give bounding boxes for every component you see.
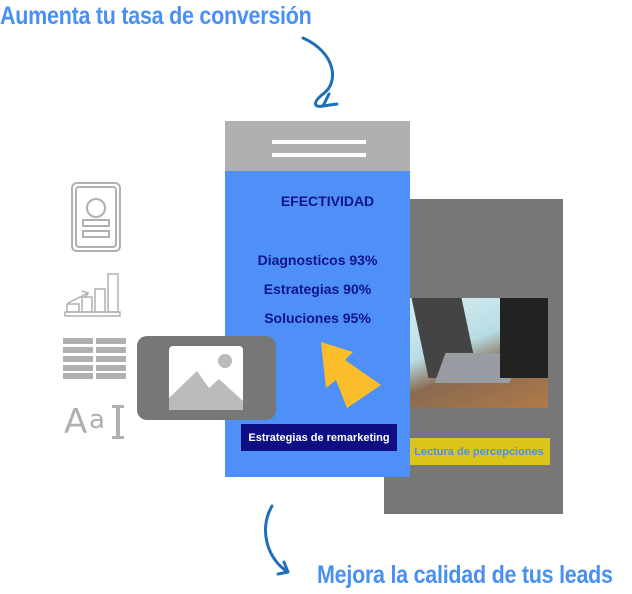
pointer-arrow-icon (321, 342, 381, 408)
table-icon (63, 338, 126, 379)
image-placeholder-card (137, 336, 276, 420)
curved-arrow-icon (264, 504, 290, 576)
phone-title: EFECTIVIDAD (280, 193, 375, 209)
headline-top: Aumenta tu tasa de conversión (0, 2, 312, 30)
remarketing-button[interactable]: Estrategias de remarketing (241, 424, 397, 451)
menu-line (272, 153, 366, 157)
stat-estrategias: Estrategias 90% (263, 281, 372, 297)
phone-header (225, 121, 410, 171)
stat-soluciones: Soluciones 95% (264, 310, 371, 326)
bar-chart-icon (64, 273, 121, 317)
headline-bottom: Mejora la calidad de tus leads (317, 561, 613, 589)
profile-card-icon (71, 182, 121, 252)
curved-arrow-icon (301, 36, 339, 108)
laptop-photo (410, 298, 548, 408)
svg-text:A: A (64, 402, 87, 442)
perception-reading-button[interactable]: Lectura de percepciones (408, 438, 550, 465)
menu-line (272, 140, 366, 144)
image-placeholder-icon (169, 346, 243, 410)
stat-diagnosticos: Diagnosticos 93% (257, 252, 378, 268)
svg-text:a: a (89, 405, 105, 435)
